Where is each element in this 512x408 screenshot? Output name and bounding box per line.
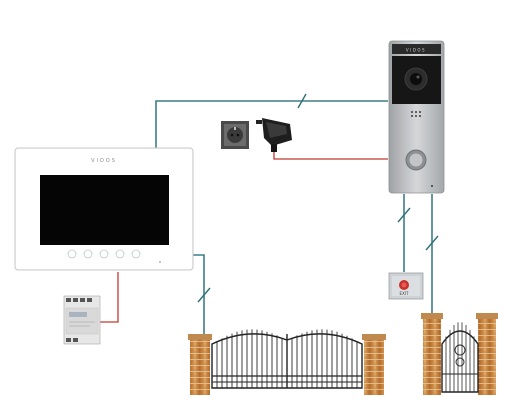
monitor-brand-label: VIDOS — [91, 158, 117, 164]
power-adapter — [256, 118, 292, 152]
wicket-gate — [421, 313, 498, 395]
exit-button-label: EXIT — [400, 291, 409, 296]
monitor-screen — [40, 175, 169, 245]
monitor-touch-buttons — [67, 249, 141, 259]
wire-monitor-to-gate — [192, 254, 205, 335]
mute-icon[interactable] — [99, 249, 109, 259]
station-brand-label: VIDOS — [406, 48, 426, 53]
lock-icon[interactable] — [83, 249, 93, 259]
indoor-monitor: VIDOS — [14, 147, 194, 271]
wire-break-mark — [197, 287, 211, 303]
speaker-grille — [411, 111, 421, 117]
wires — [100, 93, 439, 335]
wire-break-mark — [297, 93, 307, 109]
wire-break-mark — [397, 207, 411, 223]
wire-break-mark — [425, 235, 439, 251]
outdoor-door-station: VIDOS — [388, 40, 445, 194]
bus-wire-monitor-to-station — [155, 100, 388, 148]
gate-bars — [216, 322, 475, 392]
exit-button[interactable]: EXIT — [388, 272, 424, 300]
call-icon[interactable] — [131, 249, 141, 259]
monitor-led — [159, 261, 161, 263]
din-power-supply — [63, 295, 101, 345]
wicket-pillar-right — [478, 318, 496, 395]
power-wire-psu-to-monitor — [100, 272, 119, 323]
gate-pillar-right — [364, 338, 384, 395]
gear-icon[interactable] — [115, 249, 125, 259]
entrance-gate — [188, 333, 386, 395]
gate-pillar-left — [190, 338, 210, 395]
power-wire-adapter-to-station — [273, 150, 388, 160]
home-icon[interactable] — [67, 249, 77, 259]
wall-socket — [221, 121, 249, 149]
wicket-pillar-left — [423, 318, 441, 395]
